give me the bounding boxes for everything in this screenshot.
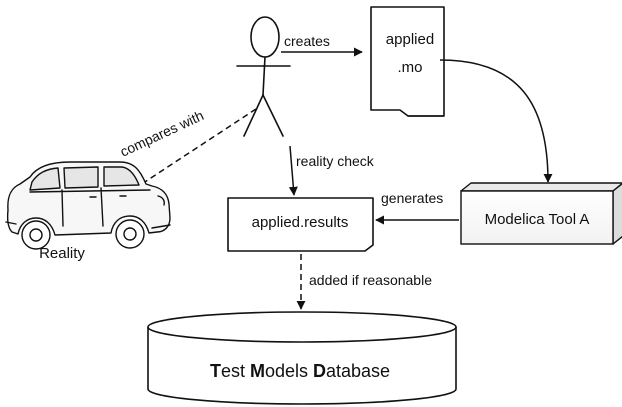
car-wheel-rear [21,220,51,250]
car-window-rear [29,167,61,191]
edge-generates: generates [375,190,459,225]
person-body [262,56,266,96]
applied-results-label: applied.results [252,214,349,231]
car-hubcap-front [123,227,137,241]
tool-label: Modelica Tool A [485,211,590,228]
car-door-handle [89,195,127,198]
applied-results-document: applied.results [227,197,374,252]
applied-mo-label-line1: applied [386,31,434,48]
tool-box-top [460,182,622,192]
car-hubcap-rear [29,228,43,242]
database-label-part: D [313,361,326,381]
reality-check-label: reality check [296,153,375,169]
mo-to-tool-arrow [439,59,553,183]
database-label-part: M [250,361,265,381]
edge-creates: creates [281,33,363,57]
car-headlight [157,195,165,206]
modelica-tool-box: Modelica Tool A [460,182,622,245]
database-label-part: atabase [326,361,390,381]
car-window-front [103,166,140,187]
test-models-database: Test Models Database [147,311,457,405]
car-wheel-front [115,219,145,249]
database-label-part: est [221,361,250,381]
car-bumper [5,221,171,229]
car-door-lines [29,187,151,227]
database-top [147,311,457,343]
reality-check-arrow [288,145,298,196]
compares-with-label: compares with [118,107,207,160]
person-leg-left [243,94,264,137]
tool-box-front [460,190,614,245]
person-leg-right [262,94,284,137]
person-figure [236,16,291,137]
generates-label: generates [381,190,443,206]
database-body [147,327,457,405]
applied-mo-document: applied .mo [370,6,445,117]
database-label-part: T [210,361,221,381]
car-window-middle [63,166,99,189]
applied-mo-label-line2: .mo [397,59,422,76]
reality-label: Reality [39,245,85,262]
edge-reality-check: reality check [288,145,375,196]
creates-label: creates [284,33,330,49]
added-if-reasonable-label: added if reasonable [309,272,432,288]
applied-results-shape [227,197,374,252]
person-head [250,16,280,58]
database-label-part: odels [265,361,313,381]
database-label: Test Models Database [210,361,390,381]
car-illustration [5,161,171,250]
compares-with-line [127,108,257,194]
edge-added-if-reasonable: added if reasonable [296,254,432,310]
tool-box-side [612,182,622,245]
